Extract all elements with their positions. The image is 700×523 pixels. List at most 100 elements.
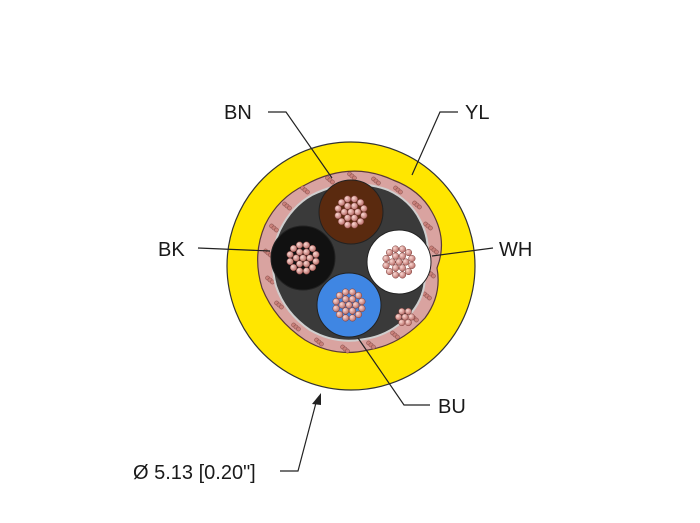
braid-strand (305, 189, 310, 195)
copper-strand (350, 221, 359, 229)
braid-strand (427, 295, 432, 301)
copper-strand (392, 264, 400, 272)
copper-strand (344, 202, 352, 210)
copper-strand (302, 260, 310, 268)
dimension-arrowhead (312, 393, 321, 405)
copper-strand (398, 245, 406, 253)
braid-strand (330, 179, 335, 185)
copper-strand (354, 291, 363, 300)
label-bu: BU (438, 396, 466, 418)
copper-strand (286, 257, 294, 266)
copper-strand (335, 310, 344, 319)
copper-strand (401, 313, 409, 321)
braid-strand (417, 204, 422, 210)
braid-strand (434, 249, 439, 255)
leader-bn (268, 111, 333, 179)
copper-strand (398, 319, 406, 327)
copper-strand (350, 202, 358, 210)
copper-strand (335, 291, 344, 300)
copper-strand (358, 304, 366, 312)
copper-strand (404, 267, 413, 276)
copper-strand (344, 221, 352, 229)
braid-strand (274, 227, 279, 233)
copper-strand (398, 264, 406, 272)
braid-strand (296, 326, 301, 332)
copper-strand (348, 314, 357, 322)
braid-strand (319, 341, 324, 347)
copper-strand (289, 244, 298, 253)
copper-strand (348, 307, 356, 315)
copper-strand (350, 195, 358, 203)
copper-strand (295, 241, 304, 249)
copper-strand (289, 263, 298, 272)
copper-strand (341, 288, 350, 296)
copper-strand (388, 258, 396, 266)
conductor-brown (318, 179, 384, 245)
label-yl: YL (465, 102, 489, 124)
braid-strand (376, 180, 381, 186)
copper-strand (308, 244, 317, 253)
copper-strand (343, 195, 352, 203)
copper-strand (334, 211, 342, 220)
copper-strand (404, 307, 412, 315)
copper-strand (296, 267, 304, 275)
copper-strand (398, 271, 407, 279)
diameter-dimension-label: Ø 5.13 [0.20"] (133, 462, 256, 484)
copper-strand (296, 260, 304, 268)
braid-strand (428, 225, 433, 231)
copper-strand (408, 313, 415, 321)
leader-yl (411, 111, 458, 176)
copper-strand (342, 295, 350, 303)
braid-strand (395, 334, 400, 340)
copper-strand (382, 255, 390, 263)
copper-strand (408, 254, 416, 263)
copper-strand (342, 314, 350, 322)
copper-strand (392, 252, 400, 260)
leader-wh (431, 247, 494, 257)
copper-strand (345, 301, 353, 309)
copper-strand (352, 301, 360, 309)
copper-strand (306, 254, 314, 262)
conductor-white (366, 229, 432, 295)
copper-strand (382, 261, 390, 270)
braid-strands (263, 171, 439, 354)
copper-strand (292, 254, 300, 262)
conductor-black (270, 225, 336, 291)
copper-strand (385, 248, 394, 257)
copper-strand (398, 252, 406, 260)
braid-strand (431, 273, 436, 279)
copper-strand (337, 198, 346, 207)
drain-wire (395, 307, 415, 327)
copper-strand (286, 251, 294, 259)
copper-strand (312, 257, 320, 265)
copper-strand (358, 297, 366, 306)
copper-strand (350, 214, 358, 222)
copper-strand (385, 267, 394, 276)
copper-strand (360, 211, 368, 219)
copper-strand (334, 205, 342, 213)
braid-strand (414, 317, 419, 323)
copper-strand (395, 258, 403, 266)
braid-strand (371, 344, 376, 350)
copper-strand (356, 217, 365, 226)
copper-strand (302, 267, 311, 275)
copper-strand (347, 208, 355, 216)
copper-strand (342, 307, 350, 315)
copper-strand (402, 258, 410, 266)
copper-strand (398, 307, 406, 315)
copper-strand (392, 271, 400, 279)
copper-strand (348, 295, 356, 303)
conductor-blue (316, 272, 382, 338)
copper-strand (354, 208, 362, 216)
copper-strand (338, 301, 346, 309)
leader-bk (197, 247, 271, 252)
braid-strand (287, 205, 292, 211)
copper-strand (404, 319, 412, 327)
braid-strand (279, 304, 284, 310)
copper-strand (332, 304, 340, 313)
copper-strand (348, 288, 356, 296)
braid-strand (352, 175, 357, 181)
copper-strand (395, 313, 402, 321)
copper-strand (312, 250, 320, 259)
